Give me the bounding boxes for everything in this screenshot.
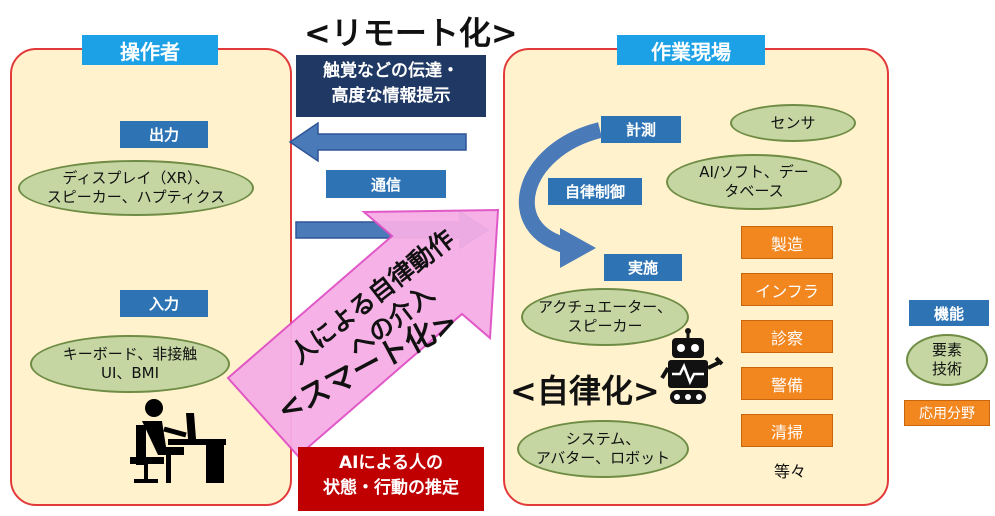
field-cleaning: 清掃 xyxy=(741,414,833,447)
output-arrow xyxy=(288,121,467,163)
remote-title: <リモート化> xyxy=(304,14,518,52)
haptic-note: 触覚などの伝達・ 高度な情報提示 xyxy=(296,55,486,117)
intervention-arrow xyxy=(226,208,500,458)
ai-estimation-note: AIによる人の 状態・行動の推定 xyxy=(298,447,484,511)
autonomous-title: <自律化> xyxy=(510,372,660,410)
sensor: センサ xyxy=(730,104,856,142)
field-infrastructure: インフラ xyxy=(741,273,833,306)
ai-software: AI/ソフト、デー タベース xyxy=(666,154,842,210)
control-loop-arrow xyxy=(518,122,603,254)
control-label: 自律制御 xyxy=(548,178,642,205)
robot-icon xyxy=(660,328,724,404)
field-manufacturing: 製造 xyxy=(741,226,833,259)
output-devices: ディスプレイ（XR）、 スピーカー、ハプティクス xyxy=(18,160,254,216)
fields-etc: 等々 xyxy=(774,462,807,481)
field-security: 警備 xyxy=(741,367,833,400)
execute-label: 実施 xyxy=(604,254,682,281)
input-label: 入力 xyxy=(120,290,208,317)
legend-element-tech: 要素 技術 xyxy=(906,334,988,386)
system: システム、 アバター、ロボット xyxy=(517,420,689,478)
field-diagnosis: 診察 xyxy=(741,320,833,353)
output-label: 出力 xyxy=(120,121,208,148)
input-devices: キーボード、非接触 UI、BMI xyxy=(30,335,230,393)
actuator: アクチュエーター、 スピーカー xyxy=(521,288,689,346)
legend-function: 機能 xyxy=(909,300,989,326)
legend-application: 応用分野 xyxy=(904,400,990,426)
operator-at-desk-icon xyxy=(130,399,226,483)
worksite-header: 作業現場 xyxy=(617,35,765,65)
communication-label: 通信 xyxy=(326,170,446,198)
measure-label: 計測 xyxy=(601,116,681,143)
operator-header: 操作者 xyxy=(82,35,218,65)
